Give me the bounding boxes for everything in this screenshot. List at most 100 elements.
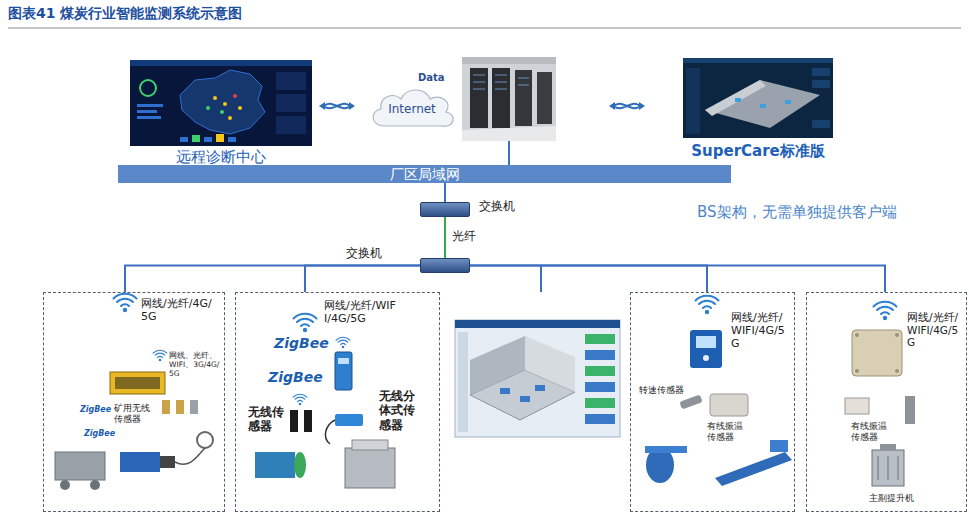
mine-sensor-group	[55, 372, 213, 490]
wifi-icon	[114, 294, 137, 312]
hoist-sensor-group	[895, 333, 899, 337]
node-label: ZigBee	[80, 405, 111, 415]
remote-center-screen	[228, 116, 232, 120]
3d-monitor-screen	[585, 366, 615, 376]
server-room	[462, 57, 556, 141]
server-room	[462, 57, 556, 64]
wired-sensor-group	[703, 355, 709, 361]
connector-line	[444, 217, 446, 258]
3d-monitor-screen	[470, 336, 525, 395]
hoist-sensor-group	[855, 333, 859, 337]
remote-center-screen	[213, 96, 217, 100]
device-group: 网线/光纤/WIFI/4G/5G转速传感器有线振温传感器	[630, 292, 795, 512]
server-room	[537, 72, 552, 124]
network-switch: 交换机	[420, 202, 470, 217]
server-room	[470, 68, 488, 128]
wifi-icon	[293, 394, 307, 405]
3d-monitor-screen	[585, 334, 615, 344]
connector-line	[305, 266, 420, 293]
wireless-sensor-group	[352, 440, 388, 450]
supercare-screen	[683, 58, 833, 138]
hoist-sensor-group	[905, 396, 915, 424]
node-label: 矿用无线传感器	[114, 403, 154, 425]
supercare-screen	[683, 58, 833, 138]
node-label: 有线振温传感器	[707, 421, 747, 443]
wired-sensor-group	[696, 336, 716, 348]
remote-center-screen	[238, 106, 242, 110]
server-uplink	[508, 141, 510, 165]
supercare-screen	[812, 80, 830, 88]
wireless-sensor-group	[255, 352, 395, 488]
remote-center-screen	[204, 137, 212, 142]
mine-sensor-group	[90, 480, 100, 490]
mine-sensor-group	[197, 432, 213, 448]
wired-sensor-group	[715, 452, 792, 486]
node-label: Internet	[366, 102, 458, 116]
wifi-icon	[294, 314, 317, 332]
remote-center-screen	[276, 94, 306, 112]
connector-line	[470, 266, 707, 293]
mine-sensor-group	[115, 377, 160, 389]
screen-panel: 远程诊断中心	[130, 60, 312, 166]
wired-sensor-group	[710, 394, 748, 416]
node-label: 网线/光纤/WIFI/4G/5G	[731, 311, 793, 351]
mine-sensor-group	[176, 400, 184, 414]
mine-sensor-group	[160, 456, 175, 468]
bus-drop	[540, 265, 542, 292]
wireless-sensor-group	[304, 410, 312, 432]
supercare-screen	[705, 80, 766, 116]
network-switch: 交换机	[420, 258, 470, 273]
3d-monitor-screen	[455, 320, 620, 437]
wireless-sensor-group	[294, 452, 306, 478]
hoist-sensor-group	[878, 456, 898, 480]
3d-monitor-screen	[458, 332, 468, 432]
server-room	[473, 75, 529, 89]
connector-line	[470, 266, 885, 293]
hoist-sensor-group	[845, 330, 915, 486]
3d-monitor-screen	[535, 385, 545, 391]
wifi-icon	[696, 296, 719, 314]
wireless-sensor-group	[335, 352, 352, 390]
device-group: 网线/光纤/WIFI/4G/5GZigBeeZigBee无线传感器无线分体式传感…	[235, 292, 440, 512]
node-label: 无线传感器	[248, 405, 288, 434]
hoist-sensor-group	[855, 369, 859, 373]
node-label: SuperCare标准版	[683, 142, 833, 160]
wifi-icon	[874, 302, 897, 320]
hoist-sensor-group	[845, 398, 869, 414]
node-label: 有线振温传感器	[851, 421, 891, 443]
hoist-sensor-group	[852, 330, 902, 376]
supercare-screen	[785, 100, 791, 104]
supercare-screen	[812, 120, 830, 128]
remote-center-screen	[228, 137, 236, 142]
wifi-icon	[336, 337, 350, 348]
wired-sensor-group	[645, 446, 687, 453]
3d-monitor-screen	[525, 336, 575, 392]
wireless-sensor-group	[345, 448, 395, 488]
remote-center-screen	[130, 60, 312, 146]
node-label: 交换机	[346, 246, 382, 260]
wired-sensor-group	[690, 330, 722, 368]
3d-monitor-screen	[455, 320, 620, 437]
3d-monitor-screen	[585, 382, 615, 392]
3d-monitor-screen	[585, 414, 615, 424]
remote-center-screen	[137, 110, 157, 113]
wireless-sensor-group	[325, 420, 335, 444]
remote-center-screen	[216, 134, 224, 142]
node-label: 远程诊断中心	[130, 148, 312, 166]
screen-panel: SuperCare标准版	[683, 58, 833, 162]
wifi-icon	[153, 350, 167, 361]
node-label: ZigBee	[274, 335, 329, 352]
node-label: 主副提升机	[869, 493, 914, 504]
node-label: 网线/光纤/WIFI/4G/5G	[907, 311, 965, 349]
wifi-icon	[293, 394, 307, 405]
edge-label: 光纤	[452, 229, 476, 243]
lan-band: 厂区局域网	[118, 165, 731, 183]
wireless-sensor-group	[255, 452, 295, 478]
note-text: BS架构，无需单独提供客户端	[697, 203, 897, 221]
mine-sensor-group	[60, 480, 70, 490]
wifi-icon	[336, 337, 350, 348]
3d-monitor-screen	[520, 396, 530, 402]
3d-monitor-screen	[455, 320, 620, 328]
